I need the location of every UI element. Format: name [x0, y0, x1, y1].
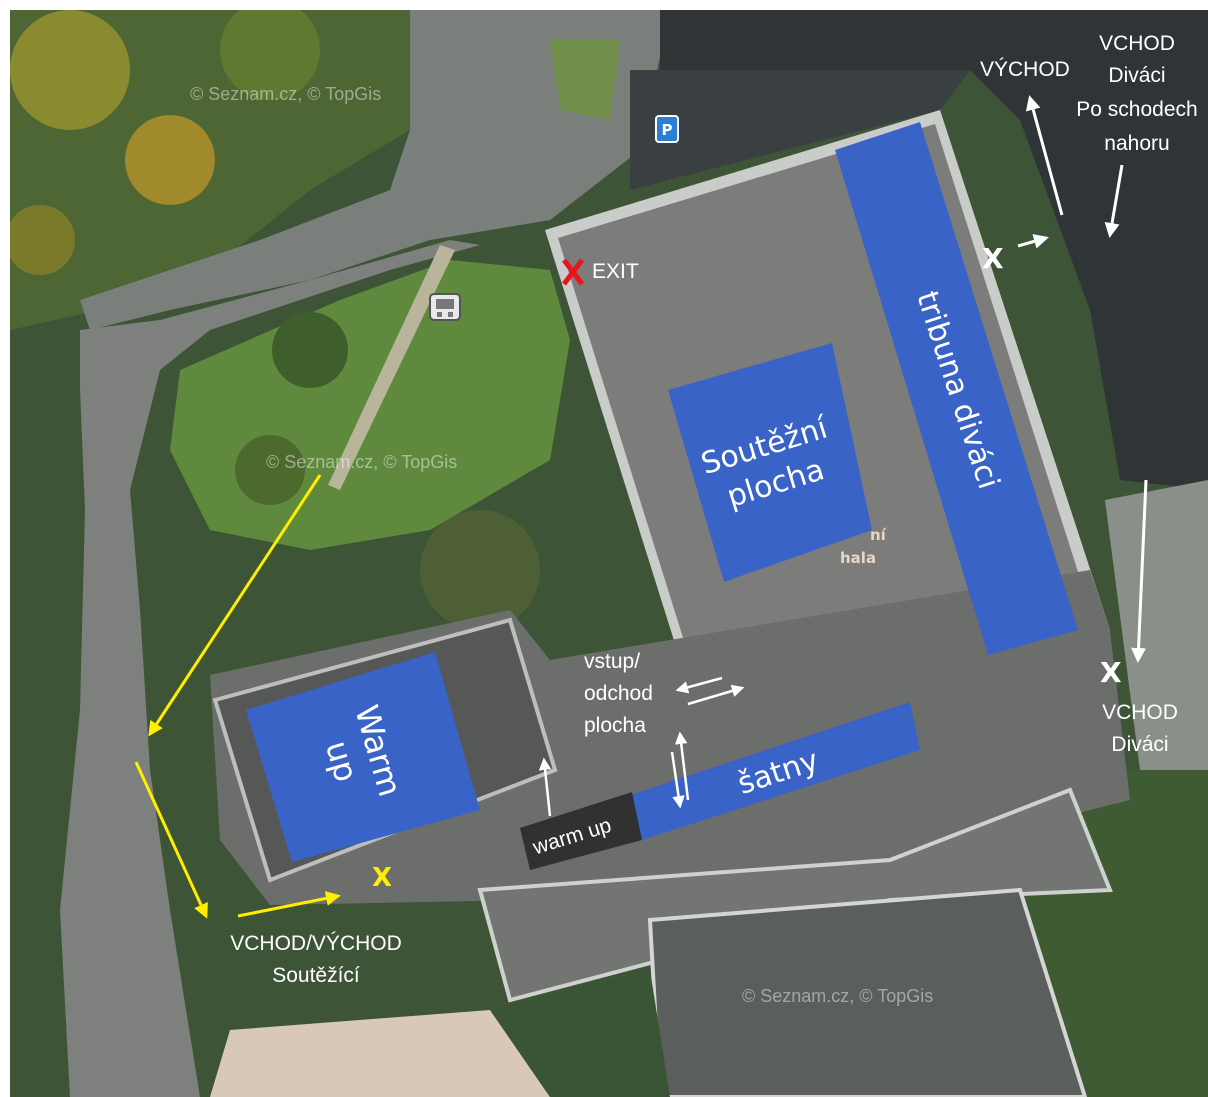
map-canvas: P © Seznam.cz, © TopGis © Seznam.cz, © T… [10, 10, 1208, 1097]
label-vchod-divaci-bottom: VCHOD Diváci [1102, 701, 1178, 756]
arrow-competitor-route-2 [134, 761, 208, 919]
footpath [328, 245, 455, 490]
tree [420, 510, 540, 630]
svg-text:plocha: plocha [584, 714, 646, 737]
tree [125, 115, 215, 205]
aerial-map[interactable]: P © Seznam.cz, © TopGis © Seznam.cz, © T… [10, 10, 1208, 1097]
arrow-down-satny [670, 751, 685, 809]
label-vchod-divaci-top: VCHOD Diváci Po schodech nahoru [1076, 32, 1197, 155]
tree [235, 435, 305, 505]
arrow-spectator-door [1017, 234, 1049, 249]
arrow-competitor-route-1 [148, 474, 322, 737]
watermark: © Seznam.cz, © TopGis [190, 84, 381, 104]
tree [272, 312, 348, 388]
x-marker-competitor: X [372, 863, 392, 893]
x-marker-spectator-bottom: X [1100, 656, 1122, 689]
arrow-warmup [538, 757, 552, 817]
svg-text:P: P [662, 121, 673, 139]
arrow-entry-spectators [1104, 164, 1124, 238]
x-marker-spectator-top: X [982, 242, 1004, 275]
warm-up-corridor-label: warm up [520, 792, 642, 870]
building-right [1105, 480, 1208, 770]
map-label-hala: hala [840, 549, 876, 567]
svg-text:Diváci: Diváci [1111, 733, 1168, 756]
arrow-vstup [675, 676, 723, 694]
svg-text:vstup/: vstup/ [584, 650, 640, 673]
arrow-exit-spectators [1025, 95, 1064, 216]
label-exit: EXIT [592, 260, 639, 283]
zone-soutezni-plocha[interactable]: Soutěžní plocha [668, 343, 872, 582]
parking-icon[interactable]: P [655, 115, 679, 143]
watermark: © Seznam.cz, © TopGis [266, 452, 457, 472]
svg-text:nahoru: nahoru [1104, 132, 1169, 155]
svg-text:Soutěžící: Soutěžící [272, 964, 360, 987]
parking-lot [80, 10, 670, 330]
label-vychod-top: VÝCHOD [980, 58, 1070, 81]
grass [550, 40, 620, 120]
arrow-competitor-route-3 [237, 890, 341, 918]
tree [220, 10, 320, 100]
grass [490, 970, 670, 1097]
arrow-up-satny [674, 731, 690, 801]
svg-text:VCHOD: VCHOD [1102, 701, 1178, 724]
tree [10, 205, 75, 275]
svg-text:Po schodech: Po schodech [1076, 98, 1197, 121]
building-dark [630, 70, 970, 190]
svg-text:VCHOD: VCHOD [1099, 32, 1175, 55]
lower-wing [477, 787, 1113, 1003]
svg-text:odchod: odchod [584, 682, 653, 705]
exit-marker [562, 258, 584, 286]
tree [10, 10, 130, 130]
arrow-spectator-bottom [1131, 479, 1148, 663]
svg-text:Diváci: Diváci [1108, 64, 1165, 87]
zone-warm-up[interactable]: Warm up [246, 652, 480, 862]
map-label-hala: ní [870, 526, 887, 544]
building-bottom-left [210, 1010, 550, 1097]
label-vstup-odchod: vstup/ odchod plocha [584, 650, 653, 737]
arrow-odchod [687, 684, 745, 706]
road [60, 240, 480, 1097]
label-vchod-soutezici: VCHOD/VÝCHOD Soutěžící [230, 932, 402, 987]
bus-stop-icon[interactable] [429, 293, 461, 321]
svg-text:VCHOD/VÝCHOD: VCHOD/VÝCHOD [230, 932, 402, 955]
building-dark [660, 10, 1208, 490]
watermark: © Seznam.cz, © TopGis [742, 986, 933, 1006]
